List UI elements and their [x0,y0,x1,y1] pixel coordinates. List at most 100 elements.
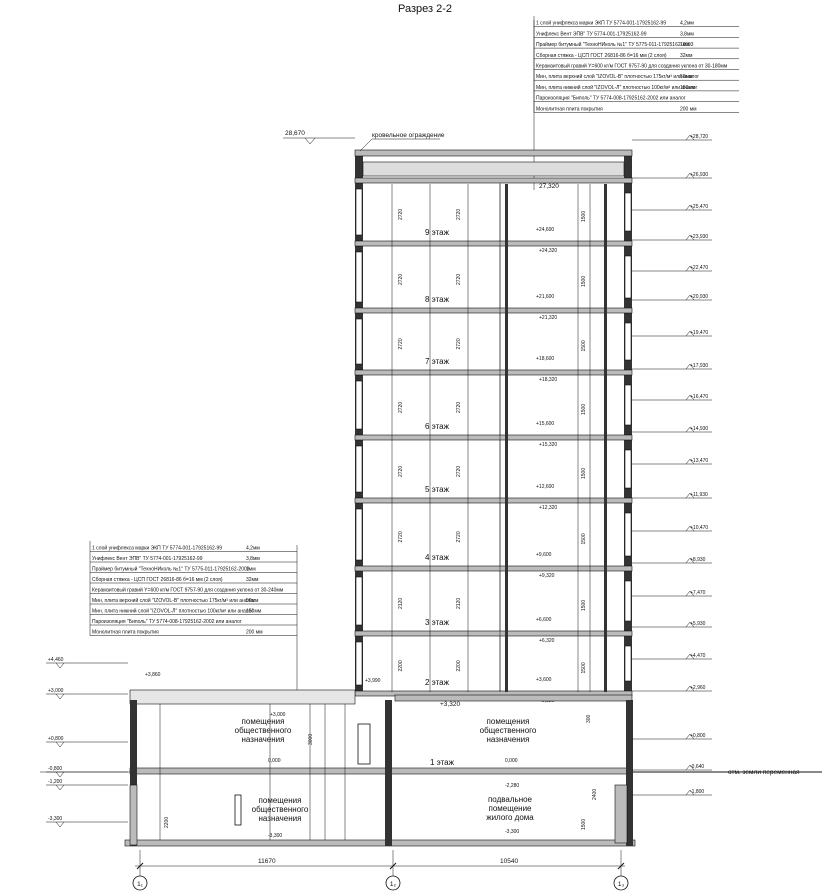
left-level-mark: +3,000 [48,688,64,694]
window-dim: 1500 [581,404,587,415]
spec-bottom-row-text: 1 слой унифлекса марки ЭКП ТУ 5774-001-1… [92,545,222,552]
right-level-mark: +2,960 [690,685,706,691]
right-level-mark: +17,930 [690,363,708,369]
floor-label: 2 этаж [425,678,450,687]
axis-label: 1₃ [618,881,625,888]
spec-top-row-value: 200 мм [680,106,697,112]
slab-mark: +15,320 [539,442,557,448]
window [355,445,363,493]
spec-top-row-text: Унифлекс Вент ЭПВ" ТУ 5774-001-17925162-… [536,31,647,37]
window [355,508,363,561]
spec-top-row-value: 50мм [680,74,693,80]
dim-2400: 2400 [592,789,598,800]
floor-level: +18,600 [536,356,554,362]
height-dim: 2720 [456,338,462,349]
height-dim: 2120 [398,598,404,609]
right-level-mark: +16,470 [690,394,708,400]
window-dim: 1500 [581,276,587,287]
right-level-mark: +5,930 [690,621,706,627]
right-level-mark: +4,470 [690,653,706,659]
spec-top-row-text: Мин, плита нижний слой "IZOVOL-Л" плотно… [536,84,698,91]
floor1-mark-right: 0,000 [505,758,518,764]
right-level-mark: +26,930 [690,172,708,178]
height-dim: 2200 [456,660,462,671]
dim-right: 10540 [500,858,518,865]
left-level-mark: +4,460 [48,657,64,663]
dim-3000: 3000 [308,734,314,745]
spec-top-row-value: 1мм [680,42,690,48]
floor-label: 6 этаж [425,422,450,431]
axis-label: 1₁ [137,881,144,888]
spec-bottom-row-text: Праймер битумный "ТехноНИколь №1" ТУ 577… [92,566,250,573]
window-dim: 1500 [581,211,587,222]
height-dim: 2720 [456,402,462,413]
height-dim: 2120 [456,598,462,609]
window [624,580,632,622]
window-dim: 1500 [581,340,587,351]
ground-label: отм. земли переменная [728,769,800,776]
roof-label: кровельное ограждение [372,132,445,139]
window [624,322,632,361]
floor-level: +12,600 [536,484,554,490]
dim-300: 300 [586,714,592,723]
spec-top-row-text: Монолитная плита покрытия [536,106,603,112]
room-public-upper-right: назначения [487,735,530,744]
right-level-mark: +23,930 [690,234,708,240]
slab-mark: +24,320 [539,248,557,254]
room-public-upper-right: помещения [487,717,530,726]
height-dim: 2720 [456,209,462,220]
room-basement-right: жилого дома [486,813,534,822]
height-dim: 2720 [398,466,404,477]
room-public-upper-right: общественного [480,726,537,735]
spec-top-row-text: Праймер битумный "ТехноНИколь №1" ТУ 577… [536,41,694,48]
dim-1500: 1500 [581,819,587,830]
window-dim: 1500 [581,468,587,479]
height-dim: 2720 [398,274,404,285]
spec-bottom-row-value: 200 мм [246,630,263,636]
dim-2200: 2200 [164,817,170,828]
spec-bottom-row-text: Сборная стяжка - ЦСП ГОСТ 26816-86 б=16 … [92,577,223,583]
low-roof-mark: +3,860 [145,672,161,678]
spec-bottom-row-value: 4,2мм [246,546,260,552]
window [355,318,363,365]
right-level-mark: +11,930 [690,492,708,498]
mark-3320: +3,320 [440,701,460,708]
spec-bottom-row-text: Унифлекс Вент ЭПВ" ТУ 5774-001-17925162-… [92,556,203,562]
window-dim: 1500 [581,662,587,673]
spec-bottom-row-value: 3,8мм [246,556,260,562]
window [624,192,632,232]
height-dim: 2720 [456,531,462,542]
right-level-mark: -1,800 [690,789,704,795]
room-public-lower-left: общественного [252,805,309,814]
floor-label: 9 этаж [425,228,450,237]
slab-mark: +6,320 [539,638,555,644]
room-basement-right: подвальное [488,795,533,804]
axis-marker [385,875,401,891]
right-level-mark: +13,470 [690,458,708,464]
spec-top-row-value: 4,2мм [680,21,694,27]
slab-mark: +21,320 [539,315,557,321]
slab-mark: +9,320 [539,573,555,579]
floor-level: +9,600 [536,552,552,558]
spec-bottom-row-value: 50мм [246,598,259,604]
low-roof-mark-2: +3,990 [365,678,381,684]
spec-top-row-value: 150мм [680,85,696,91]
right-level-mark: +14,930 [690,426,708,432]
window [624,449,632,489]
svg-text:28,670: 28,670 [285,130,305,137]
window [355,641,363,686]
floor-level: +15,600 [536,421,554,427]
window-dim: 1500 [581,600,587,611]
window [355,380,363,430]
window [624,645,632,682]
window [624,384,632,426]
room-basement-right: помещение [488,804,532,813]
window [355,576,363,626]
right-level-mark: +28,720 [690,134,708,140]
spec-top-row-text: Пароизоляция "Биполь" ТУ 5774-008-179251… [536,96,686,102]
right-level-mark: +8,930 [690,557,706,563]
room-public-upper-left: назначения [242,735,285,744]
height-dim: 2720 [398,338,404,349]
